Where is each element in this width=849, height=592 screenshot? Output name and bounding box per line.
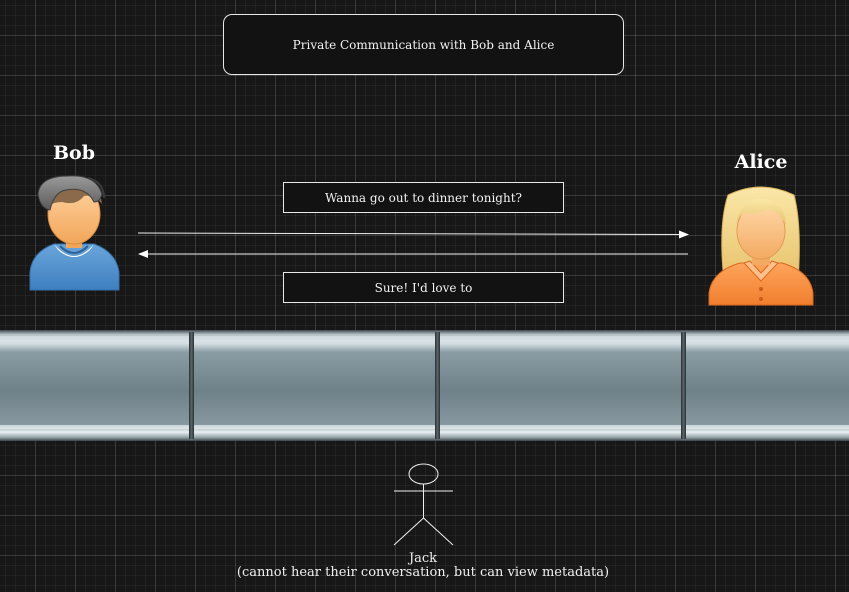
jack-note-label: (cannot hear their conversation, but can… <box>236 565 610 580</box>
male-user-icon <box>29 175 120 291</box>
message-box-1: Wanna go out to dinner tonight? <box>283 182 564 213</box>
arrow-bob-to-alice <box>137 230 689 239</box>
stick-figure-icon <box>393 463 454 546</box>
message-arrows <box>137 230 689 258</box>
message-box-2: Sure! I'd love to <box>283 272 564 303</box>
alice-name-label: Alice <box>734 151 788 173</box>
bob-name-label: Bob <box>52 142 96 164</box>
message-1-text: Wanna go out to dinner tonight? <box>325 190 522 205</box>
jack-name-label: Jack <box>408 551 438 566</box>
diagram-title-box: Private Communication with Bob and Alice <box>223 14 624 75</box>
message-2-text: Sure! I'd love to <box>374 280 473 295</box>
female-user-icon <box>708 186 814 306</box>
diagram-title: Private Communication with Bob and Alice <box>292 37 555 52</box>
glass-pipe-icon <box>0 330 849 441</box>
